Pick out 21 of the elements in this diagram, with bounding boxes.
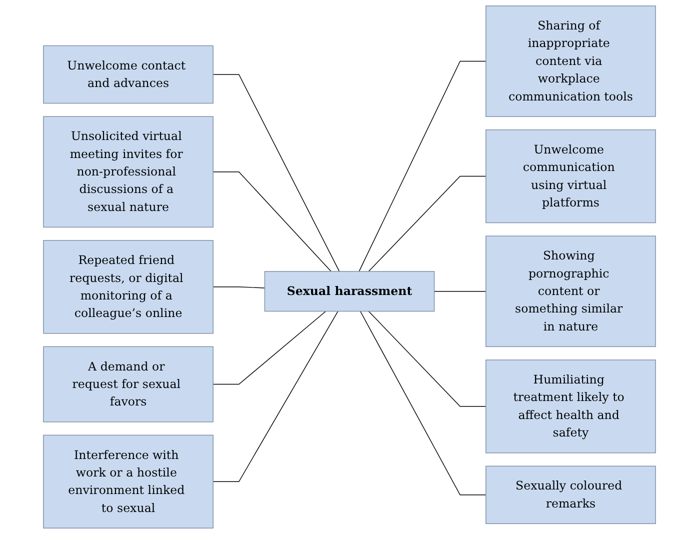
node-box: Interference with work or a hostile environment linked to sexual [43, 434, 214, 528]
node-box: Repeated friend requests, or digital monitoring of a colleague’s online [43, 240, 214, 334]
connector [360, 310, 486, 496]
node-box: Humiliating treatment likely to affect health and safety [486, 360, 656, 454]
connector [434, 290, 486, 292]
node-box: Sharing of inappropriate content via workplace communication tools [486, 6, 656, 117]
connector [212, 310, 338, 482]
node-box: Unsolicited virtual meeting invites for non-professional discussions of a sexual nature [43, 116, 214, 228]
node-box: Showing pornographic content or something similar in nature [486, 236, 656, 348]
connector [212, 171, 332, 272]
connector [212, 286, 266, 288]
connector [358, 60, 486, 272]
node-box: Unwelcome communication using virtual platforms [486, 129, 656, 224]
node-box: Sexual harassment [264, 271, 435, 312]
connector [212, 310, 326, 385]
node-box: Sexually coloured remarks [486, 466, 656, 524]
connector [368, 310, 486, 407]
connector [368, 176, 486, 272]
connector [212, 74, 340, 272]
node-box: A demand or request for sexual favors [43, 346, 214, 422]
node-box: Unwelcome contact and advances [43, 45, 214, 104]
